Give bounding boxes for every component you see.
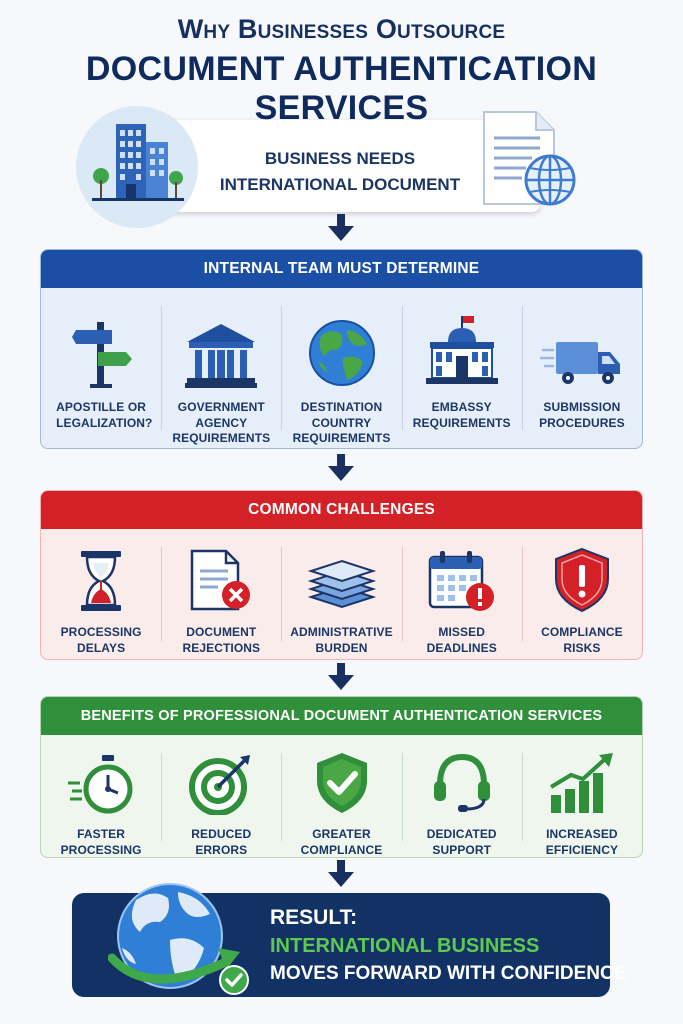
headset-icon xyxy=(433,753,490,812)
delivery-truck-icon xyxy=(539,342,620,384)
determine-label: GOVERNMENT AGENCY REQUIREMENTS xyxy=(172,400,271,445)
determine-item: GOVERNMENT AGENCY REQUIREMENTS xyxy=(161,288,281,448)
determine-label: APOSTILLE OR LEGALIZATION? xyxy=(56,400,153,430)
document-globe-icon xyxy=(483,111,576,206)
benefit-item: DEDICATED SUPPORT xyxy=(401,735,522,857)
benefits-heading: BENEFITS OF PROFESSIONAL DOCUMENT AUTHEN… xyxy=(41,697,642,735)
office-building-icon xyxy=(92,124,184,201)
determine-item: EMBASSY REQUIREMENTS xyxy=(401,288,522,448)
challenge-item: COMPLIANCE RISKS xyxy=(521,529,642,659)
determine-label: EMBASSY REQUIREMENTS xyxy=(412,400,511,430)
benefit-item: FASTER PROCESSING xyxy=(41,735,161,857)
hourglass-icon xyxy=(81,551,122,611)
globe-icon xyxy=(308,320,375,386)
arrow-down-icon xyxy=(328,663,354,690)
target-icon xyxy=(189,755,251,815)
benefit-label: REDUCED ERRORS xyxy=(191,827,252,857)
business-need-card xyxy=(160,120,540,212)
title-line-2: DOCUMENT AUTHENTICATION SERVICES xyxy=(85,50,598,127)
check-shield-icon xyxy=(316,753,367,813)
challenges-heading: COMMON CHALLENGES xyxy=(41,491,642,529)
result-line-2: INTERNATIONAL BUSINESS xyxy=(270,935,540,957)
benefit-item: REDUCED ERRORS xyxy=(161,735,281,857)
determine-item: DESTINATION COUNTRY REQUIREMENTS xyxy=(281,288,401,448)
determine-label: SUBMISSION PROCEDURES xyxy=(539,400,625,430)
challenge-label: PROCESSING DELAYS xyxy=(60,625,142,655)
challenge-item: ADMINISTRATIVE BURDEN xyxy=(281,529,401,659)
determine-items: APOSTILLE OR LEGALIZATION? GOVERNMENT AG… xyxy=(41,288,642,448)
determine-panel: INTERNAL TEAM MUST DETERMINE APOSTILLE O… xyxy=(40,249,643,449)
title-line-1: Why Businesses Outsource xyxy=(177,14,506,44)
business-need-text: BUSINESS NEEDS INTERNATIONAL DOCUMENT xyxy=(190,146,490,198)
result-line-3: MOVES FORWARD WITH CONFIDENCE xyxy=(270,963,627,984)
arrow-down-icon xyxy=(328,860,354,887)
challenge-label: COMPLIANCE RISKS xyxy=(541,625,623,655)
benefit-item: INCREASED EFFICIENCY xyxy=(521,735,642,857)
challenges-items: PROCESSING DELAYS DOCUMENT REJECTIONS xyxy=(41,529,642,659)
government-building-icon xyxy=(185,324,258,388)
calendar-alert-icon xyxy=(428,551,494,611)
challenge-label: MISSED DEADLINES xyxy=(426,625,497,655)
need-line-1: BUSINESS NEEDS xyxy=(264,149,416,168)
benefits-items: FASTER PROCESSING REDUCED ERRORS xyxy=(41,735,642,857)
benefit-label: FASTER PROCESSING xyxy=(60,827,142,857)
challenge-item: PROCESSING DELAYS xyxy=(41,529,161,659)
benefits-panel: BENEFITS OF PROFESSIONAL DOCUMENT AUTHEN… xyxy=(40,696,643,858)
embassy-icon xyxy=(425,316,498,384)
warning-shield-icon xyxy=(554,547,609,613)
stopwatch-icon xyxy=(68,755,133,814)
challenge-item: MISSED DEADLINES xyxy=(401,529,522,659)
signpost-icon xyxy=(72,322,133,388)
determine-item: SUBMISSION PROCEDURES xyxy=(521,288,642,448)
growth-chart-icon xyxy=(549,753,613,813)
benefit-label: GREATER COMPLIANCE xyxy=(300,827,383,857)
arrow-down-icon xyxy=(328,214,354,241)
benefit-label: INCREASED EFFICIENCY xyxy=(545,827,619,857)
paper-stack-icon xyxy=(307,559,376,609)
globe-check-icon xyxy=(108,883,249,995)
challenge-item: DOCUMENT REJECTIONS xyxy=(161,529,281,659)
arrow-down-icon xyxy=(328,454,354,481)
determine-item: APOSTILLE OR LEGALIZATION? xyxy=(41,288,161,448)
benefit-label: DEDICATED SUPPORT xyxy=(426,827,497,857)
result-label: RESULT: xyxy=(270,906,358,929)
rejected-document-icon xyxy=(191,549,251,611)
need-line-2: INTERNATIONAL DOCUMENT xyxy=(219,175,461,194)
determine-heading: INTERNAL TEAM MUST DETERMINE xyxy=(41,250,642,288)
benefit-item: GREATER COMPLIANCE xyxy=(281,735,401,857)
determine-label: DESTINATION COUNTRY REQUIREMENTS xyxy=(292,400,391,445)
challenge-label: ADMINISTRATIVE BURDEN xyxy=(290,625,393,655)
challenges-panel: COMMON CHALLENGES PROCESSING DELAYS xyxy=(40,490,643,660)
challenge-label: DOCUMENT REJECTIONS xyxy=(182,625,261,655)
